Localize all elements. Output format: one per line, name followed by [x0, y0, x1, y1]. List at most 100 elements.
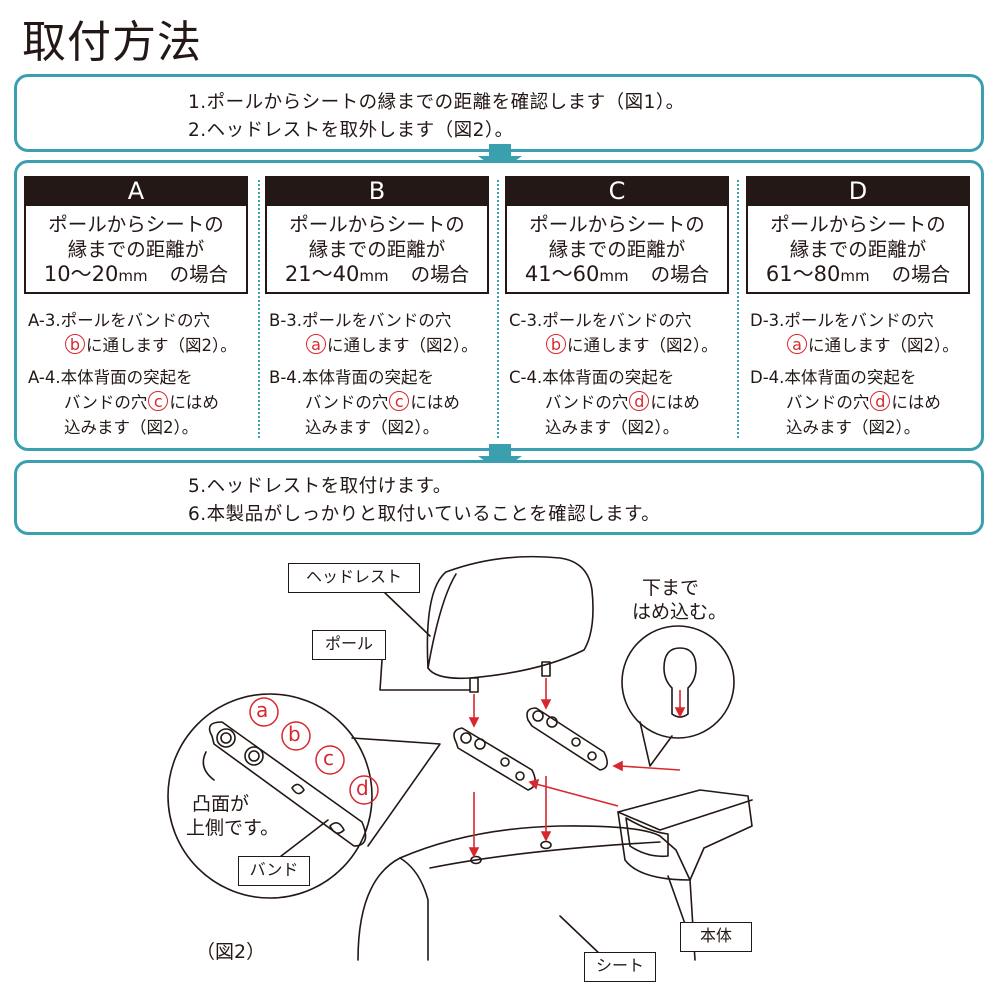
band-left-hole: [515, 771, 525, 781]
step-2-text: 2.ヘッドレストを取外します（図2）。: [188, 120, 514, 141]
hole-marker: a: [306, 334, 326, 354]
distance-unit: mm: [118, 267, 148, 285]
step-text: 込みます（図2）。: [545, 418, 680, 437]
leader-band: [275, 819, 329, 861]
seat-top-edge: [429, 841, 661, 869]
guide-arrow: [535, 783, 619, 807]
product-body-opening: [625, 817, 669, 858]
zoom-hole-a-inner: [220, 732, 232, 744]
case-divider: [737, 180, 739, 438]
band-right: [526, 707, 608, 771]
step-text: 込みます（図2）。: [786, 418, 921, 437]
leader-seat: [559, 915, 603, 957]
distance-range: 21～40: [284, 262, 360, 286]
band-right-hole: [571, 737, 581, 747]
hole-label-b: b: [288, 722, 301, 746]
zoom-hole-a: [216, 728, 236, 748]
condition-suffix: の場合: [891, 263, 951, 286]
step-text: にはめ: [410, 393, 460, 412]
zoom-band: [208, 721, 367, 847]
zoom-hole-b-inner: [248, 750, 260, 762]
band-right-hole: [546, 716, 558, 728]
step-text: D-3.ポールをバンドの穴: [750, 311, 934, 330]
step-text: C-4.本体背面の突起を: [509, 368, 675, 387]
zoom-hole-b: [244, 746, 264, 766]
step-text: 込みます（図2）。: [305, 418, 440, 437]
condition-suffix: の場合: [650, 263, 710, 286]
hole-label-d: d: [356, 776, 369, 800]
headrest-label: ヘッドレスト: [288, 563, 420, 593]
condition-line: 縁までの距離が: [67, 238, 205, 261]
condition-line: ポールからシートの: [289, 213, 465, 236]
seat-pole-hole-left: [470, 855, 482, 865]
zoom-hole-d: [329, 822, 345, 834]
step-box-bottom: [14, 460, 984, 535]
label-hole-c: [315, 745, 345, 775]
label-hole-d: [349, 775, 379, 805]
step-text: にはめ: [169, 393, 219, 412]
distance-unit: mm: [599, 267, 629, 285]
zoom-pointer-keyhole: [639, 721, 673, 767]
headrest-pole-left: [469, 677, 479, 693]
hole-marker: c: [148, 391, 169, 411]
product-body-top: [617, 799, 753, 831]
zoom-pointer: [351, 737, 441, 847]
band-left-hole: [460, 732, 472, 744]
leader-pole: [379, 659, 471, 691]
distance-unit: mm: [359, 267, 389, 285]
label-hole-a: [249, 697, 279, 727]
step-text: バンドの穴: [786, 393, 870, 412]
hole-marker: b: [65, 334, 85, 354]
condition-line: 縁までの距離が: [308, 238, 446, 261]
seat-pole-hole-right: [540, 840, 552, 850]
step-text: にはめ: [891, 393, 941, 412]
step-text: に通します（図2）。: [327, 336, 478, 355]
step-text: A-4.本体背面の突起を: [28, 368, 193, 387]
step-text: B-4.本体背面の突起を: [269, 368, 435, 387]
seat-shape: [357, 825, 696, 961]
figure-label: （図2）: [196, 941, 266, 963]
step-text: に通します（図2）。: [808, 336, 959, 355]
inset-note-line2: はめ込む。: [632, 601, 728, 623]
step-text: に通します（図2）。: [86, 336, 237, 355]
zoom-circle-band: [167, 693, 373, 899]
band-right-hole: [587, 751, 597, 761]
case-divider: [258, 180, 260, 438]
inset-note-line1: 下まで: [642, 577, 700, 599]
hole-marker: d: [629, 391, 650, 411]
condition-suffix: の場合: [169, 263, 229, 286]
case-header: D: [746, 176, 970, 206]
installation-illustration: [167, 555, 753, 961]
page-title: 取付方法: [22, 17, 202, 68]
step-text: A-3.ポールをバンドの穴: [28, 311, 210, 330]
headrest-pole-right: [541, 661, 551, 677]
zoom-hole-c: [291, 783, 305, 795]
band-left: [453, 727, 536, 791]
hole-marker: a: [787, 334, 807, 354]
hole-label-a: a: [256, 698, 269, 722]
condition-line: ポールからシートの: [770, 213, 946, 236]
step-text: バンドの穴: [305, 393, 389, 412]
label-hole-b: [281, 721, 311, 751]
step-text: B-3.ポールをバンドの穴: [269, 311, 452, 330]
distance-range: 61～80: [765, 262, 841, 286]
step-text: にはめ: [650, 393, 700, 412]
leader-headrest: [383, 591, 431, 637]
step-text: 込みます（図2）。: [64, 418, 199, 437]
band-label: バンド: [238, 856, 310, 886]
case-header: A: [24, 176, 248, 206]
case-divider: [497, 180, 499, 438]
zoom-circle-keyhole: [621, 625, 735, 739]
distance-range: 41～60: [524, 262, 600, 286]
